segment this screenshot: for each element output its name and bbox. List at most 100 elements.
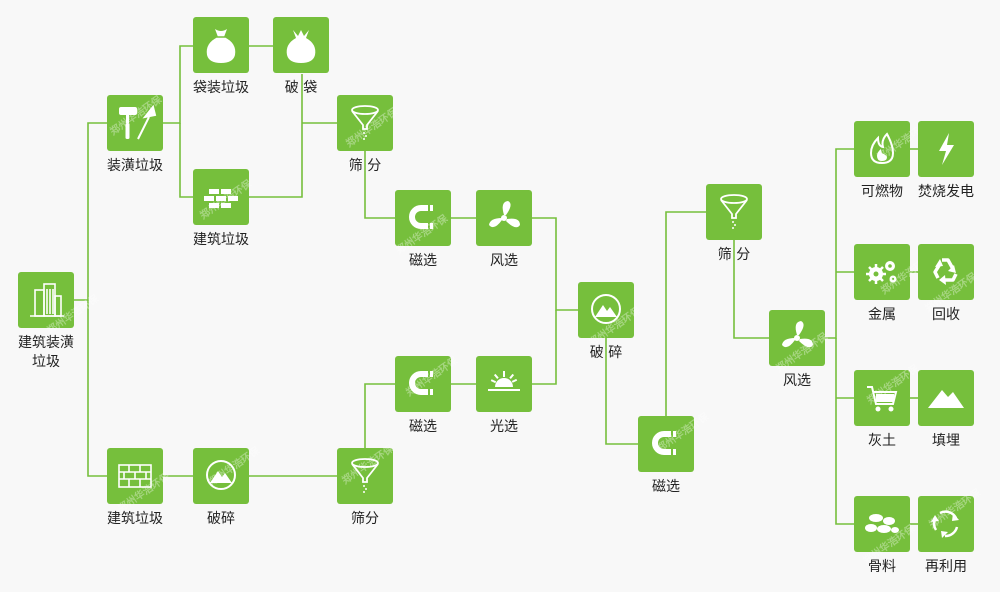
node-icon-box[interactable]: 郑州华浩环保	[193, 445, 262, 504]
node-sieve-2[interactable]: 郑州华浩环保 筛分	[337, 443, 396, 527]
magnet-icon	[409, 370, 433, 396]
connector-line	[665, 211, 706, 416]
recycle-icon	[933, 258, 958, 285]
node-icon-box[interactable]: 郑州华浩环保	[769, 310, 830, 375]
node-ash-soil[interactable]: 郑州华浩环保 灰土	[854, 363, 921, 449]
node-sieve-3[interactable]: 筛 分	[706, 184, 762, 263]
node-optical-sort[interactable]: 光选	[476, 356, 532, 435]
funnel-icon	[351, 458, 379, 493]
node-label: 再利用	[925, 559, 967, 575]
node-icon-box[interactable]: 郑州华浩环保	[854, 363, 921, 426]
node-icon-box[interactable]: 郑州华浩环保	[107, 448, 172, 515]
node-wind-sort-1[interactable]: 风选	[476, 190, 532, 269]
bricks-icon	[118, 464, 152, 488]
node-incineration-power[interactable]: 焚烧发电	[918, 121, 974, 200]
node-icon-box[interactable]	[193, 17, 249, 73]
node-icon-box[interactable]	[476, 356, 532, 412]
node-icon-box[interactable]: 郑州华浩环保	[854, 496, 917, 567]
connector-line	[733, 240, 769, 339]
node-label: 筛分	[351, 511, 379, 527]
node-construction-waste-top[interactable]: 郑州华浩环保 建筑垃圾	[193, 169, 254, 248]
connector-line	[532, 310, 557, 385]
node-label: 装潢垃圾	[107, 158, 163, 174]
node-label: 建筑垃圾	[107, 511, 163, 527]
node-icon-box[interactable]	[918, 121, 974, 177]
node-sieve-1[interactable]: 郑州华浩环保 筛 分	[337, 95, 400, 174]
node-combustible[interactable]: 郑州华浩环保 可燃物	[854, 120, 931, 200]
node-icon-box[interactable]	[476, 190, 532, 246]
cart-icon	[867, 386, 898, 412]
node-icon-box[interactable]: 郑州华浩环保	[395, 355, 460, 412]
fan-icon	[489, 201, 520, 228]
connector-line	[179, 123, 193, 198]
node-icon-box[interactable]: 郑州华浩环保	[193, 169, 254, 225]
node-icon-box[interactable]	[273, 17, 329, 73]
magnet-icon	[409, 204, 433, 230]
connector-line	[249, 74, 303, 198]
building-icon	[30, 283, 64, 317]
lightning-icon	[939, 133, 954, 165]
connector-line	[74, 122, 107, 301]
bricks-icon	[204, 189, 238, 208]
node-decoration-waste[interactable]: 郑州华浩环保 装潢垃圾	[107, 94, 164, 174]
node-bag-breaking[interactable]: 破 袋	[273, 17, 329, 96]
node-landfill[interactable]: 填埋	[918, 370, 974, 449]
node-aggregate[interactable]: 郑州华浩环保 骨料	[854, 496, 917, 575]
node-crushing-2[interactable]: 郑州华浩环保 破 碎	[578, 282, 643, 361]
magnet-icon	[652, 430, 676, 456]
sack-icon	[206, 29, 236, 63]
node-label: 袋装垃圾	[193, 80, 249, 96]
connector-line	[87, 300, 107, 477]
node-icon-box[interactable]: 郑州华浩环保	[18, 272, 101, 337]
node-label: 可燃物	[861, 184, 903, 200]
node-magnetic-sort-2[interactable]: 郑州华浩环保 磁选	[395, 355, 460, 435]
node-crushing-1[interactable]: 郑州华浩环保 破碎	[193, 445, 262, 527]
node-label: 骨料	[868, 559, 896, 575]
rock-crush-icon	[206, 460, 236, 490]
node-icon-box[interactable]: 郑州华浩环保	[918, 244, 979, 315]
fan-icon	[782, 321, 813, 348]
node-icon-box[interactable]: 郑州华浩环保	[337, 443, 396, 504]
node-recycle[interactable]: 郑州华浩环保 回收	[918, 244, 979, 323]
rock-crush-icon	[591, 294, 621, 324]
node-label: 磁选	[652, 479, 680, 495]
reuse-arrows-icon	[931, 510, 959, 538]
node-label: 回收	[932, 307, 960, 323]
node-metal[interactable]: 郑州华浩环保 金属	[854, 244, 935, 323]
connector-line	[825, 148, 854, 339]
node-icon-box[interactable]	[706, 184, 762, 240]
node-magnetic-sort-3[interactable]: 郑州华浩环保 磁选	[638, 411, 711, 495]
node-label: 风选	[783, 373, 811, 389]
connector-line	[835, 338, 854, 525]
node-bagged-waste[interactable]: 袋装垃圾	[193, 17, 249, 96]
node-label: 筛 分	[348, 158, 382, 174]
node-icon-box[interactable]: 郑州华浩环保	[107, 94, 164, 151]
node-icon-box[interactable]: 郑州华浩环保	[337, 95, 400, 151]
node-icon-box[interactable]: 郑州华浩环保	[854, 244, 935, 300]
mountain-icon	[928, 390, 964, 408]
funnel-icon	[351, 105, 379, 140]
node-icon-box[interactable]: 郑州华浩环保	[578, 282, 643, 349]
node-magnetic-sort-1[interactable]: 郑州华浩环保 磁选	[394, 190, 451, 269]
node-wind-sort-2[interactable]: 郑州华浩环保 风选	[769, 310, 830, 389]
funnel-icon	[720, 194, 748, 229]
open-sack-icon	[286, 30, 316, 63]
node-label: 灰土	[868, 433, 896, 449]
connector-line	[163, 45, 193, 124]
node-label: 建筑垃圾	[193, 232, 249, 248]
node-icon-box[interactable]	[918, 370, 974, 426]
node-icon-box[interactable]: 郑州华浩环保	[918, 487, 983, 552]
node-label: 磁选	[409, 253, 437, 269]
node-icon-box[interactable]: 郑州华浩环保	[854, 120, 931, 177]
node-icon-box[interactable]: 郑州华浩环保	[638, 411, 711, 472]
node-building-decoration-waste[interactable]: 郑州华浩环保 建筑装潢 垃圾	[18, 272, 101, 370]
node-label: 金属	[868, 307, 896, 323]
sunrise-icon	[488, 371, 520, 391]
node-construction-waste-bottom[interactable]: 郑州华浩环保 建筑垃圾	[107, 448, 172, 527]
node-icon-box[interactable]: 郑州华浩环保	[394, 190, 451, 257]
node-label: 筛 分	[717, 247, 751, 263]
node-label: 破 碎	[589, 345, 623, 361]
node-reuse[interactable]: 郑州华浩环保 再利用	[918, 487, 983, 575]
